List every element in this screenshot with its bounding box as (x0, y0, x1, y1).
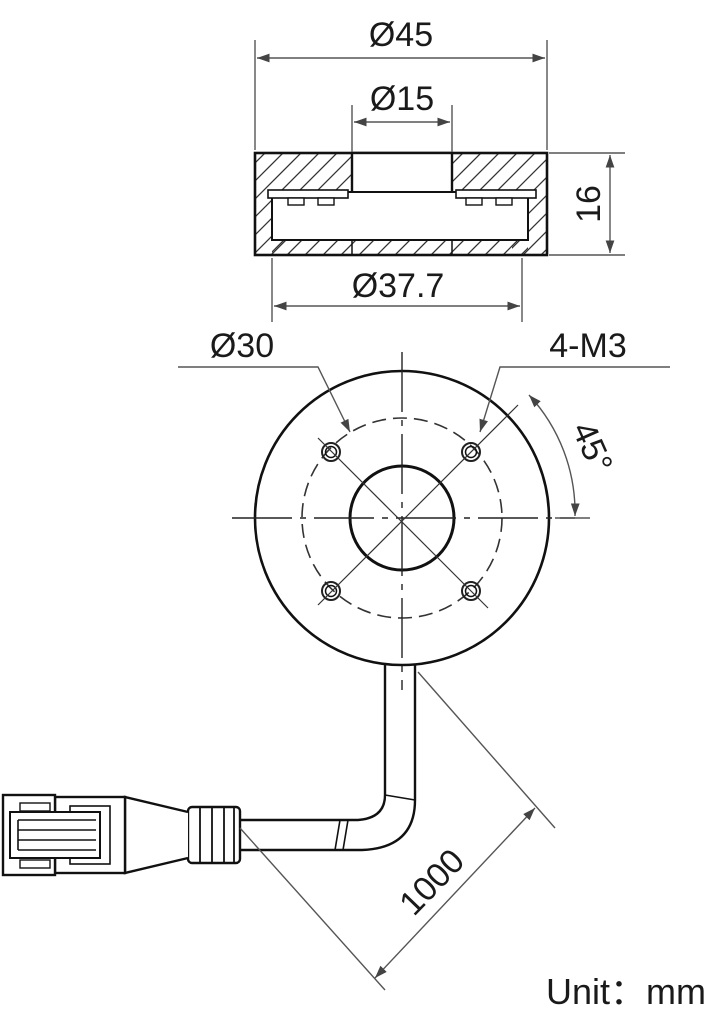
section-view: Ø45 Ø15 16 Ø37.7 (253, 16, 625, 322)
mounting-holes (321, 442, 481, 601)
dim-bottom-diameter: Ø37.7 (352, 267, 445, 305)
dim-bolt-circle: Ø30 (210, 327, 274, 365)
plan-view: Ø30 4-M3 45° (178, 327, 670, 690)
dim-angle: 45° (564, 416, 620, 478)
unit-label: Unit：mm (546, 971, 706, 1012)
dim-outer-diameter: Ø45 (369, 16, 433, 54)
cable-assembly: 1000 (1, 665, 556, 991)
dim-threads: 4-M3 (549, 327, 626, 365)
dim-inner-diameter: Ø15 (370, 80, 434, 118)
dim-height: 16 (570, 185, 608, 223)
dim-cable-length: 1000 (392, 842, 472, 923)
